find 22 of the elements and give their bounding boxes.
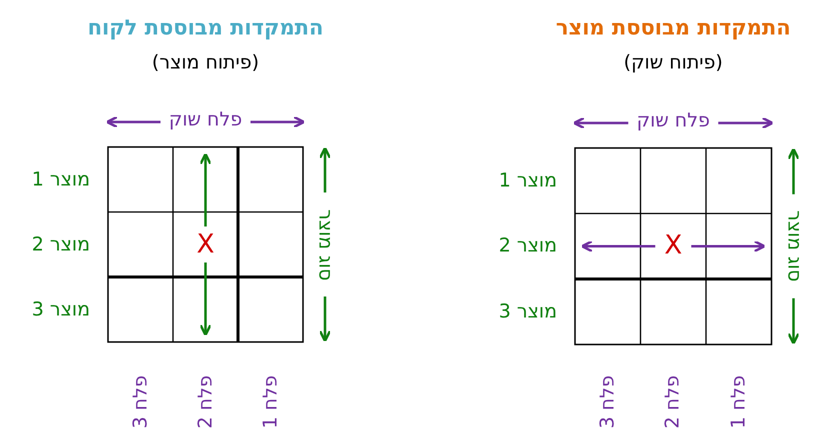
column-label: פלח 1 bbox=[260, 375, 281, 429]
panel-subtitle: (פיתוח שוק) bbox=[624, 52, 723, 74]
cell-mark: X bbox=[664, 232, 682, 261]
row-label: מוצר 1 bbox=[498, 170, 557, 192]
row-label: מוצר 3 bbox=[498, 301, 557, 322]
row-label: מוצר 2 bbox=[498, 236, 557, 257]
column-label: פלח 3 bbox=[130, 375, 151, 429]
panel-subtitle: (פיתוח מוצר) bbox=[152, 52, 260, 74]
axis-label: סוג מוצר bbox=[314, 208, 336, 280]
column-label: פלח 2 bbox=[195, 375, 216, 429]
row-label: מוצר 1 bbox=[32, 169, 90, 190]
axis-label: סוג מוצר bbox=[783, 210, 804, 282]
column-label: פלח 3 bbox=[597, 375, 618, 429]
row-label: מוצר 2 bbox=[32, 234, 90, 255]
panel-title: התמקדות מבוססת מוצר bbox=[556, 16, 791, 40]
cell-mark: X bbox=[196, 230, 214, 259]
axis-label: פלח שוק bbox=[168, 110, 242, 130]
column-label: פלח 2 bbox=[662, 375, 684, 429]
axis-label: פלח שוק bbox=[636, 110, 710, 132]
column-label: פלח 1 bbox=[728, 375, 750, 429]
panel-title: התמקדות מבוססת לקוח bbox=[88, 16, 324, 40]
row-label: מוצר 3 bbox=[32, 299, 90, 320]
